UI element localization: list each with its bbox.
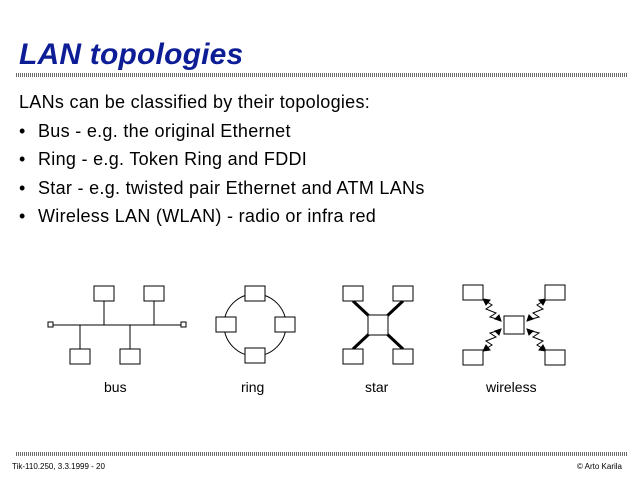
radio-arrowhead	[538, 298, 547, 306]
caption-wireless: wireless	[486, 379, 537, 395]
caption-bus: bus	[104, 379, 127, 395]
bullet-marker: •	[19, 120, 26, 141]
wireless-node	[544, 284, 566, 301]
radio-arrowhead	[494, 314, 502, 322]
bullet-marker: •	[19, 206, 26, 226]
bullet-text: Ring - e.g. Token Ring and FDDI	[38, 149, 308, 169]
ring-topology	[215, 285, 296, 364]
radio-link	[483, 329, 501, 351]
title-divider	[16, 73, 628, 77]
bus-node	[69, 348, 91, 365]
radio-arrowhead	[526, 314, 534, 322]
bus-node	[119, 348, 141, 365]
bullet-text: Wireless LAN (WLAN) - radio or infra red	[38, 206, 377, 226]
footer-divider	[16, 452, 628, 456]
intro-text: LANs can be classified by their topologi…	[19, 92, 371, 112]
bullet-text: Star - e.g. twisted pair Ethernet and AT…	[38, 177, 425, 198]
radio-link	[483, 299, 501, 321]
access-point	[503, 315, 525, 335]
radio-link	[527, 329, 546, 351]
radio-arrowhead	[526, 328, 534, 336]
radio-arrowhead	[538, 344, 547, 352]
radio-arrowhead	[494, 328, 502, 336]
star-link	[351, 299, 371, 318]
bullet-star: • Star - e.g. twisted pair Ethernet and A…	[19, 174, 425, 203]
radio-link	[527, 299, 546, 321]
topology-diagrams	[47, 284, 566, 366]
star-node	[342, 348, 364, 365]
star-node	[342, 285, 364, 302]
radio-arrowhead	[482, 344, 491, 352]
star-link	[385, 299, 405, 318]
caption-star: star	[365, 379, 389, 395]
radio-arrowhead	[482, 298, 491, 306]
bus-node	[93, 285, 115, 302]
star-link	[351, 332, 371, 351]
star-node	[392, 285, 414, 302]
bullet-bus: • Bus - e.g. the original Ethernet	[19, 117, 425, 146]
bullet-marker: •	[19, 177, 26, 198]
star-link	[385, 332, 405, 351]
star-topology	[342, 285, 414, 365]
wireless-topology	[482, 298, 547, 352]
ring-node	[244, 347, 266, 364]
slide-body: LANs can be classified by their topologi…	[19, 88, 425, 231]
bus-terminator-left	[47, 321, 54, 328]
bus-terminator-right	[180, 321, 187, 328]
bullet-list: • Bus - e.g. the original Ethernet • Ring …	[19, 117, 425, 231]
wireless-node	[462, 349, 484, 366]
bus-topology	[47, 285, 187, 365]
footer-copyright: © Arto Karila	[576, 462, 622, 471]
footer-course-info: Tik-110.250, 3.3.1999 - 20	[12, 462, 105, 471]
wireless-node	[462, 284, 484, 301]
bullet-ring: • Ring - e.g. Token Ring and FDDI	[19, 145, 425, 174]
ring-node	[274, 316, 296, 333]
wireless-node	[544, 349, 566, 366]
caption-ring: ring	[241, 379, 265, 395]
slide-title: LAN topologies	[19, 38, 244, 71]
ring-node	[244, 285, 266, 302]
bullet-text: Bus - e.g. the original Ethernet	[38, 120, 291, 141]
ring-node	[215, 316, 237, 333]
bullet-marker: •	[19, 149, 26, 169]
star-hub	[367, 314, 389, 336]
star-node	[392, 348, 414, 365]
bullet-wireless: • Wireless LAN (WLAN) - radio or infra re…	[19, 202, 425, 231]
wireless-nodes	[462, 284, 566, 366]
bus-node	[143, 285, 165, 302]
